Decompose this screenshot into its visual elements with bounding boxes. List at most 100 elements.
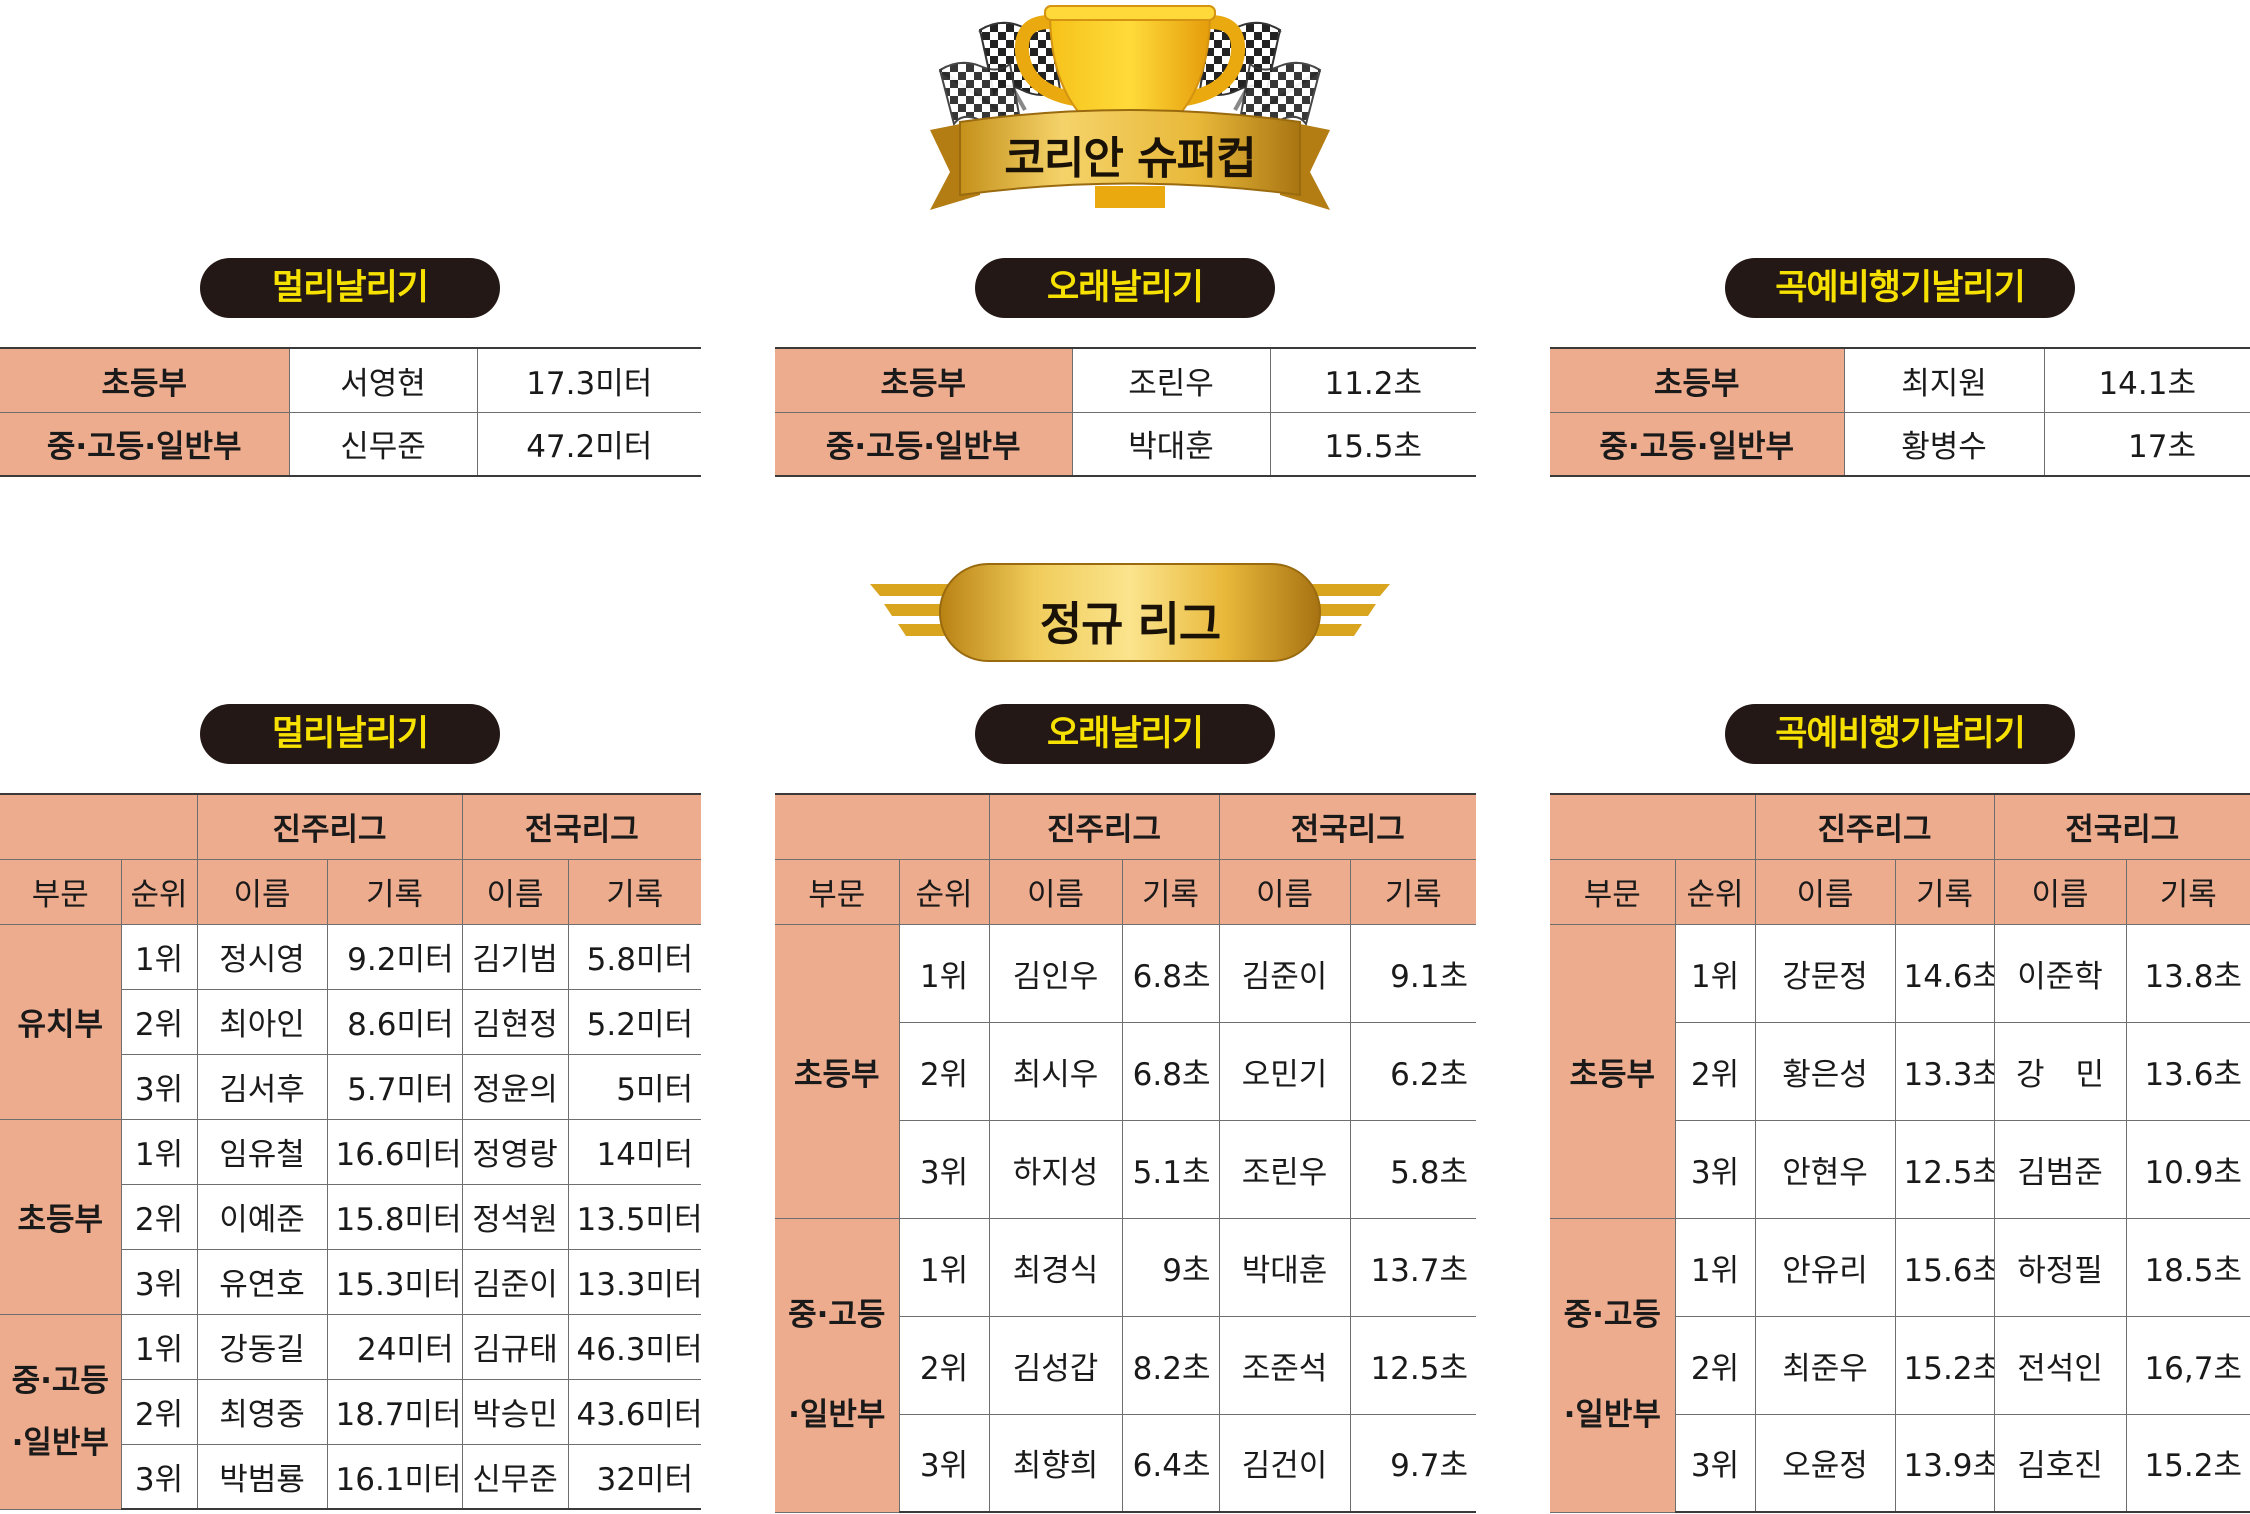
table-row: 중·고등 ·일반부 1위 강동길 24미터 김규태 46.3미터 — [0, 1313, 701, 1510]
division-cell: 중·고등 ·일반부 — [1550, 1217, 1676, 1513]
column-header-row: 부문 순위 이름 기록 이름 기록 — [775, 858, 1476, 925]
league-table-aerobatic: 진주리그 전국리그 부문 순위 이름 기록 이름 기록 초등부 1위 강문정 1… — [1550, 793, 2250, 1513]
record-cell: 47.2미터 — [476, 411, 701, 477]
division-header: 부문 — [775, 858, 900, 925]
record-cell: 18.5초 — [2125, 1217, 2250, 1317]
record-cell: 13.7초 — [1349, 1217, 1476, 1317]
table-row: 중·고등 ·일반부 1위 최경식 9초 박대훈 13.7초 — [775, 1217, 1476, 1513]
record-cell: 8.2초 — [1121, 1315, 1220, 1415]
regular-league-title: 정규 리그 — [1039, 597, 1221, 651]
name-header: 이름 — [461, 858, 569, 925]
table-row: 유치부 1위 정시영 9.2미터 김기범 5.8미터 — [0, 923, 701, 1120]
name-cell: 신무준 — [461, 1443, 569, 1510]
division-header: 부문 — [1550, 858, 1676, 925]
record-cell: 13.9초 — [1894, 1413, 1995, 1513]
division-line: 중·고등 — [11, 1362, 109, 1399]
league-category-duration: 오래날리기 — [975, 704, 1275, 764]
name-cell: 김준이 — [1218, 923, 1351, 1023]
rank-cell: 2위 — [1675, 1315, 1756, 1415]
record-cell: 18.7미터 — [326, 1378, 463, 1445]
record-cell: 5.7미터 — [326, 1053, 463, 1120]
checkered-flag-right-icon — [1198, 21, 1322, 127]
record-cell: 16,7초 — [2125, 1315, 2250, 1415]
table-row: 초등부 조린우 11.2초 — [775, 347, 1476, 413]
record-cell: 9.1초 — [1349, 923, 1476, 1023]
table-row: 2위 최영중 18.7미터 박승민 43.6미터 — [0, 1378, 701, 1445]
regular-league-emblem: 정규 리그 — [870, 560, 1390, 665]
name-cell: 정윤의 — [461, 1053, 569, 1120]
table-row: 중·고등·일반부 박대훈 15.5초 — [775, 411, 1476, 477]
league-b-header: 전국리그 — [1993, 793, 2250, 860]
league-b-header: 전국리그 — [1218, 793, 1476, 860]
checkered-flag-left-icon — [938, 21, 1062, 127]
name-cell: 김인우 — [988, 923, 1123, 1023]
record-cell: 17.3미터 — [476, 347, 701, 413]
rank-cell: 1위 — [120, 923, 198, 990]
name-cell: 서영현 — [288, 347, 478, 413]
rank-cell: 1위 — [120, 1118, 198, 1185]
division-cell: 초등부 — [1550, 923, 1676, 1219]
division-line: 중·고등 — [1563, 1297, 1661, 1333]
record-header: 기록 — [567, 858, 701, 925]
league-table-distance: 진주리그 전국리그 부문 순위 이름 기록 이름 기록 유치부 1위 정시영 9… — [0, 793, 701, 1510]
name-cell: 최지원 — [1843, 347, 2045, 413]
table-row: 3위 박범룡 16.1미터 신무준 32미터 — [0, 1443, 701, 1510]
record-cell: 6.4초 — [1121, 1413, 1220, 1513]
rank-cell: 2위 — [121, 1183, 198, 1250]
name-cell: 박승민 — [461, 1378, 569, 1445]
name-cell: 오민기 — [1218, 1021, 1351, 1121]
table-row: 중·고등·일반부 황병수 17초 — [1550, 411, 2250, 477]
table-row: 중·고등 ·일반부 1위 안유리 15.6초 하정필 18.5초 — [1550, 1217, 2250, 1513]
record-cell: 15.5초 — [1269, 411, 1476, 477]
name-header: 이름 — [1218, 858, 1351, 925]
division-line: ·일반부 — [11, 1424, 109, 1461]
division-cell: 초등부 — [0, 1118, 122, 1315]
rank-cell: 1위 — [1674, 1217, 1756, 1317]
column-header-row: 부문 순위 이름 기록 이름 기록 — [0, 858, 701, 925]
record-cell: 5.1초 — [1121, 1119, 1220, 1219]
division-header: 부문 — [0, 858, 122, 925]
division-cell: 초등부 — [775, 347, 1073, 413]
name-cell: 정석원 — [461, 1183, 569, 1250]
name-cell: 이준학 — [1993, 923, 2127, 1023]
record-header: 기록 — [1894, 858, 1995, 925]
rank-cell: 2위 — [1675, 1021, 1756, 1121]
record-cell: 15.3미터 — [326, 1248, 463, 1315]
column-header-row: 부문 순위 이름 기록 이름 기록 — [1550, 858, 2250, 925]
division-cell: 초등부 — [0, 347, 290, 413]
name-cell: 김규태 — [461, 1313, 569, 1380]
name-cell: 최영중 — [196, 1378, 328, 1445]
league-category-distance: 멀리날리기 — [200, 704, 500, 764]
table-row: 3위 안현우 12.5초 김범준 10.9초 — [1550, 1119, 2250, 1219]
record-cell: 10.9초 — [2125, 1119, 2250, 1219]
name-cell: 강 민 — [1993, 1021, 2127, 1121]
rank-cell: 3위 — [1675, 1413, 1756, 1513]
super-cup-table-distance: 초등부 서영현 17.3미터 중·고등·일반부 신무준 47.2미터 — [0, 347, 701, 477]
table-row: 중·고등·일반부 신무준 47.2미터 — [0, 411, 701, 477]
record-header: 기록 — [326, 858, 463, 925]
table-row: 초등부 최지원 14.1초 — [1550, 347, 2250, 413]
rank-cell: 3위 — [899, 1119, 990, 1219]
name-cell: 정영랑 — [461, 1118, 569, 1185]
record-cell: 13.3초 — [1894, 1021, 1995, 1121]
name-cell: 김성갑 — [988, 1315, 1123, 1415]
super-cup-table-duration: 초등부 조린우 11.2초 중·고등·일반부 박대훈 15.5초 — [775, 347, 1476, 477]
table-row: 3위 최향희 6.4초 김건이 9.7초 — [775, 1413, 1476, 1513]
league-b-header: 전국리그 — [461, 793, 701, 860]
record-header: 기록 — [1349, 858, 1476, 925]
record-cell: 15.2초 — [1894, 1315, 1995, 1415]
rank-cell: 3위 — [1675, 1119, 1756, 1219]
super-cup-table-aerobatic: 초등부 최지원 14.1초 중·고등·일반부 황병수 17초 — [1550, 347, 2250, 477]
record-cell: 6.8초 — [1121, 923, 1220, 1023]
table-row: 3위 김서후 5.7미터 정윤의 5미터 — [0, 1053, 701, 1120]
name-cell: 오윤정 — [1754, 1413, 1896, 1513]
rank-cell: 2위 — [899, 1315, 990, 1415]
table-row: 2위 최아인 8.6미터 김현정 5.2미터 — [0, 988, 701, 1055]
record-cell: 5미터 — [567, 1053, 701, 1120]
rank-cell: 3위 — [121, 1443, 198, 1510]
rank-cell: 2위 — [121, 1378, 198, 1445]
record-cell: 5.8미터 — [567, 923, 701, 990]
name-cell: 김범준 — [1993, 1119, 2127, 1219]
name-cell: 박범룡 — [196, 1443, 328, 1510]
name-cell: 김서후 — [196, 1053, 328, 1120]
